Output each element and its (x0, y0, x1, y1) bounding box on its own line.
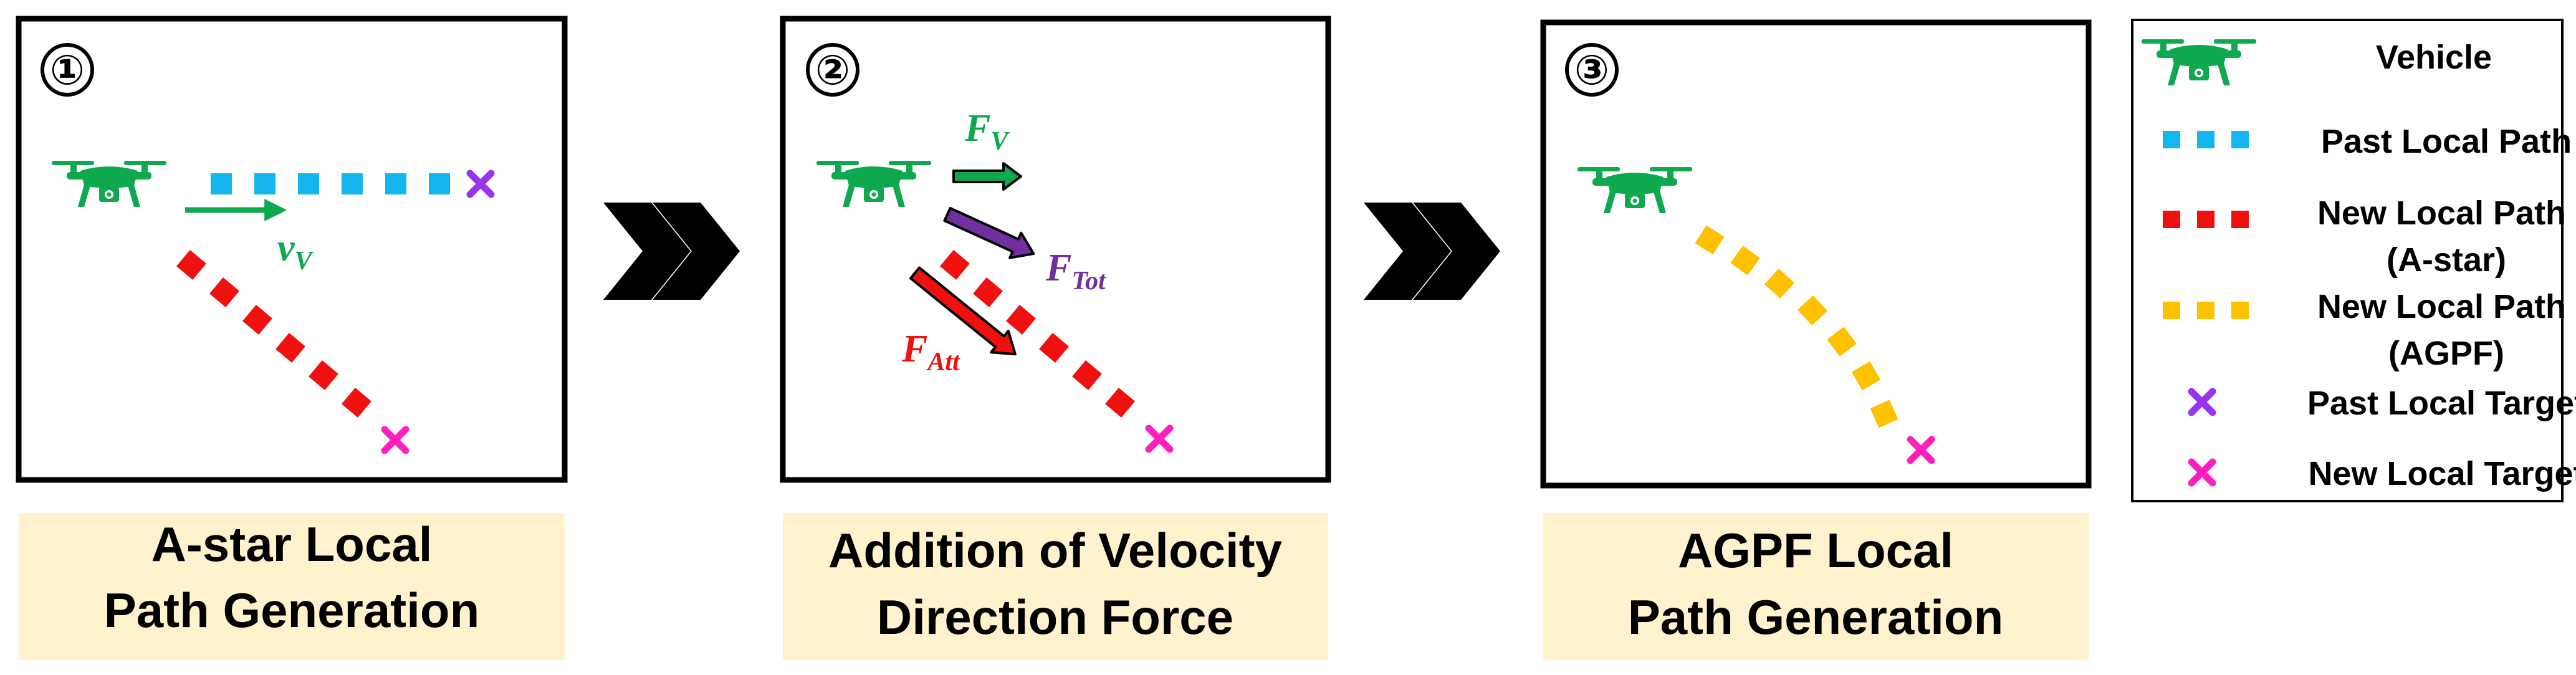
yellow-dash-icon (2163, 302, 2249, 319)
step-3-marker: ③ (1565, 43, 1619, 97)
step-number: ③ (1574, 47, 1609, 93)
red-dash-icon (2163, 211, 2249, 228)
agpf-local-path (1695, 225, 1898, 428)
legend-label-past-path: Past Local Path (2321, 123, 2572, 160)
chevron-right-icon (603, 203, 740, 300)
legend-label-new-target: New Local Target (2308, 455, 2576, 492)
chevron-right-icon (1364, 203, 1500, 300)
caption-line-1: A-star Local (151, 517, 433, 572)
caption-line-1: Addition of Velocity (828, 523, 1282, 578)
astar-local-path (176, 250, 371, 418)
legend-label-agpf-path: New Local Path (AGPF) (2317, 288, 2575, 372)
panel-2-frame (780, 16, 1331, 483)
caption-panel-3: AGPF Local Path Generation (1543, 513, 2089, 660)
step-number: ② (815, 47, 850, 93)
legend-label-vehicle: Vehicle (2376, 39, 2492, 76)
force-v-arrow (952, 162, 1022, 191)
force-tot-arrow (943, 206, 1035, 259)
caption-panel-1: A-star Local Path Generation (19, 513, 565, 660)
blue-dash-icon (2163, 131, 2249, 148)
past-local-path (211, 173, 450, 194)
legend-label-past-target: Past Local Target (2307, 385, 2576, 422)
force-v-label: FV (964, 107, 1010, 156)
panel-1-frame (16, 16, 568, 483)
step-2-marker: ② (806, 43, 859, 97)
caption-line-1: AGPF Local (1678, 523, 1953, 578)
caption-panel-2: Addition of Velocity Direction Force (783, 513, 1328, 660)
panel-astar: ① vV (16, 16, 568, 483)
force-att-label: FAtt (901, 328, 960, 376)
step-1-marker: ① (41, 43, 94, 97)
caption-line-2: Path Generation (104, 583, 479, 638)
legend-label-astar-path: New Local Path (A-star) (2317, 194, 2575, 279)
panel-agpf: ③ (1540, 19, 2092, 489)
legend: Vehicle Past Local Path New Local Path (… (2131, 19, 2576, 502)
velocity-label: vV (277, 227, 314, 275)
caption-line-2: Direction Force (877, 590, 1233, 644)
panel-3-frame (1540, 19, 2092, 489)
panel-velocity-force: ② FV FTot FAtt (780, 16, 1331, 483)
force-att-arrow (909, 266, 1017, 356)
legend-frame (2131, 19, 2564, 502)
caption-line-2: Path Generation (1628, 590, 2003, 644)
astar-local-path (940, 250, 1135, 418)
force-tot-label: FTot (1045, 247, 1106, 295)
step-number: ① (50, 47, 85, 93)
